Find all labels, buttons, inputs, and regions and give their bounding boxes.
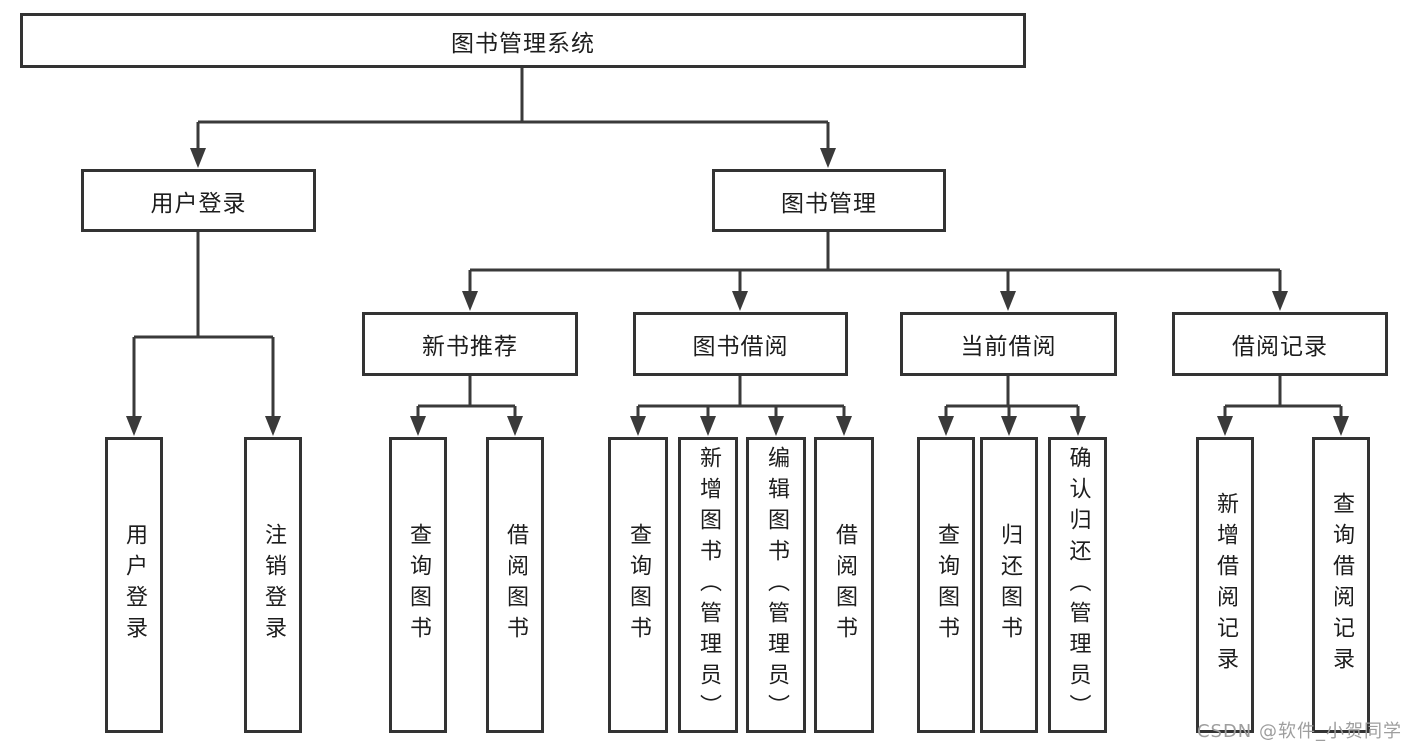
- leaf-borrow-books: 借阅图书: [814, 437, 874, 733]
- node-user-login-branch: 用户登录: [81, 169, 316, 232]
- node-book-borrow-label: 图书借阅: [692, 334, 789, 360]
- node-library-system-label: 图书管理系统: [451, 30, 595, 57]
- leaf-edit-book-admin: 编辑图书（管理员）: [746, 437, 806, 733]
- leaf-user-login-label: 用户登录: [122, 523, 147, 647]
- node-borrow-records-label: 借阅记录: [1232, 334, 1328, 360]
- leaf-logout-label: 注销登录: [261, 523, 286, 647]
- node-new-book-recommend-label: 新书推荐: [422, 334, 518, 360]
- node-library-system: 图书管理系统: [20, 13, 1026, 68]
- leaf-add-book-admin-label: 新增图书（管理员）: [696, 445, 721, 725]
- node-current-borrow: 当前借阅: [900, 312, 1117, 376]
- leaf-add-book-admin: 新增图书（管理员）: [678, 437, 738, 733]
- leaf-borrow-books-label: 借阅图书: [832, 523, 857, 647]
- leaf-query-books-borrow-label: 查询图书: [626, 523, 651, 647]
- node-book-management: 图书管理: [712, 169, 946, 232]
- leaf-query-borrow-record-label: 查询借阅记录: [1329, 492, 1354, 678]
- leaf-return-book-label: 归还图书: [997, 523, 1022, 647]
- leaf-borrow-books-recommend-label: 借阅图书: [503, 523, 528, 647]
- leaf-query-borrow-record: 查询借阅记录: [1312, 437, 1370, 733]
- node-book-borrow: 图书借阅: [633, 312, 848, 376]
- node-borrow-records: 借阅记录: [1172, 312, 1388, 376]
- leaf-edit-book-admin-label: 编辑图书（管理员）: [764, 445, 789, 725]
- leaf-confirm-return-admin: 确认归还（管理员）: [1048, 437, 1107, 733]
- leaf-confirm-return-admin-label: 确认归还（管理员）: [1065, 445, 1091, 725]
- node-current-borrow-label: 当前借阅: [960, 334, 1057, 360]
- leaf-query-books-current: 查询图书: [917, 437, 975, 733]
- leaf-add-borrow-record-label: 新增借阅记录: [1213, 492, 1238, 678]
- leaf-query-books-recommend: 查询图书: [389, 437, 447, 733]
- csdn-watermark: CSDN @软件_小贺同学: [1196, 721, 1402, 742]
- leaf-add-borrow-record: 新增借阅记录: [1196, 437, 1254, 733]
- leaf-return-book: 归还图书: [980, 437, 1038, 733]
- node-user-login-branch-label: 用户登录: [150, 190, 247, 217]
- node-book-management-label: 图书管理: [781, 190, 877, 217]
- leaf-borrow-books-recommend: 借阅图书: [486, 437, 544, 733]
- leaf-logout: 注销登录: [244, 437, 302, 733]
- leaf-query-books-borrow: 查询图书: [608, 437, 668, 733]
- leaf-user-login: 用户登录: [105, 437, 163, 733]
- leaf-query-books-recommend-label: 查询图书: [406, 523, 431, 647]
- node-new-book-recommend: 新书推荐: [362, 312, 578, 376]
- leaf-query-books-current-label: 查询图书: [934, 523, 959, 647]
